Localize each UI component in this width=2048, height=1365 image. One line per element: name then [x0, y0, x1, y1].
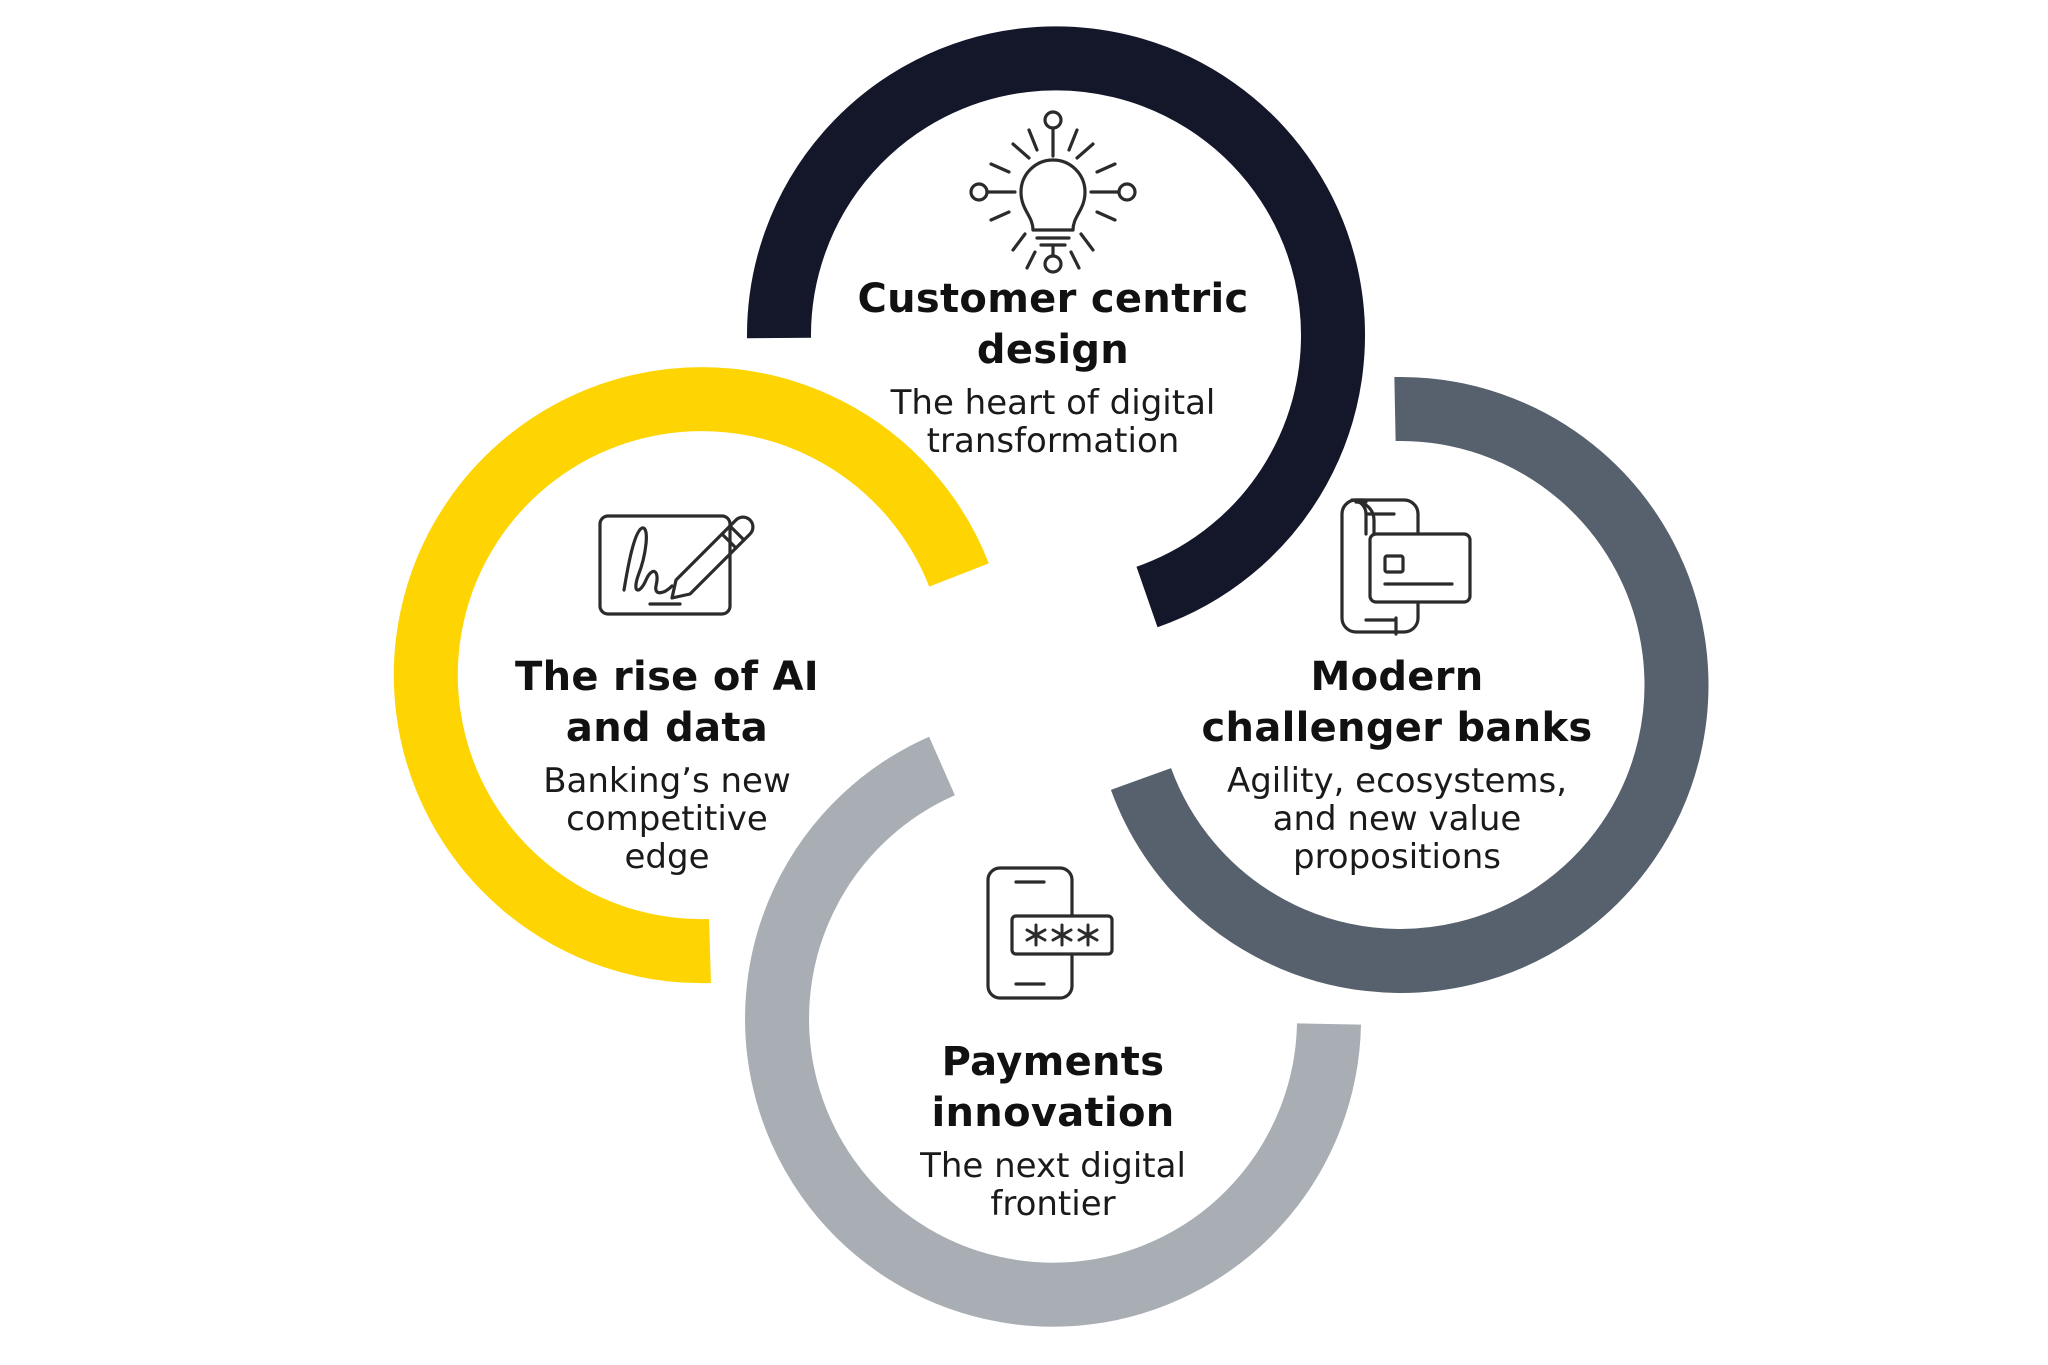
- ring-payments: [745, 736, 1361, 1327]
- section-title: Customer centric design: [857, 276, 1249, 373]
- lightbulb-circuit-icon: [969, 110, 1137, 274]
- section-subtitle: The next digital frontier: [920, 1146, 1186, 1224]
- section-payments: Payments innovation The next digital fro…: [833, 1037, 1273, 1223]
- tablet-signature-pen-icon: [598, 514, 755, 616]
- section-title: The rise of AI and data: [515, 654, 819, 751]
- section-challenger-banks: Modern challenger banks Agility, ecosyst…: [1177, 652, 1617, 876]
- section-ai-data: The rise of AI and data Banking’s new co…: [447, 652, 887, 876]
- section-subtitle: The heart of digital transformation: [890, 383, 1216, 461]
- phone-password-icon: [986, 866, 1114, 1000]
- ring-customer-centric: [746, 26, 1365, 628]
- section-subtitle: Agility, ecosystems, and new value propo…: [1226, 761, 1568, 877]
- section-customer-centric: Customer centric design The heart of dig…: [833, 274, 1273, 460]
- section-subtitle: Banking’s new competitive edge: [543, 761, 791, 877]
- ring-ai-data: [393, 367, 989, 984]
- ring-challenger-banks: [1110, 376, 1709, 993]
- phone-card-icon: [1340, 498, 1472, 636]
- section-title: Payments innovation: [931, 1039, 1175, 1136]
- section-title: Modern challenger banks: [1201, 654, 1593, 751]
